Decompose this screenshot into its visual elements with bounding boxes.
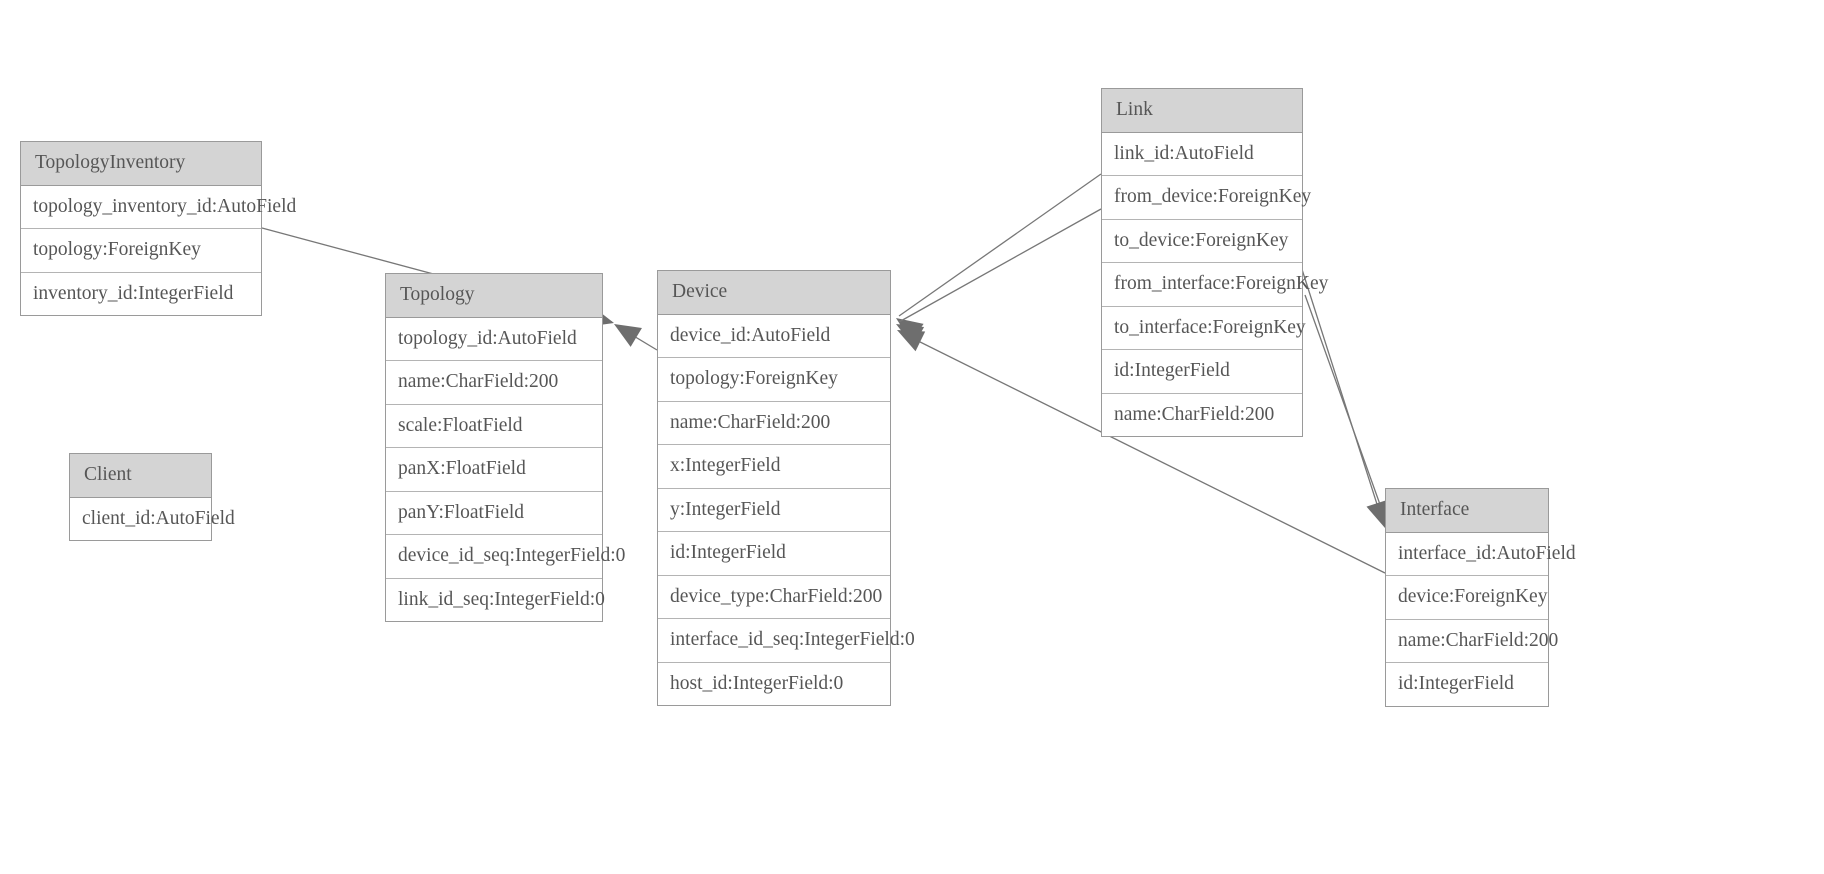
entity-field: id:IntegerField [1102, 349, 1302, 393]
entity-field: host_id:IntegerField:0 [658, 661, 890, 705]
entity-field: name:CharField:200 [658, 400, 890, 444]
entity-field: link_id:AutoField [1102, 132, 1302, 175]
entity-field: topology_id:AutoField [386, 317, 602, 360]
entity-field: from_interface:ForeignKey [1102, 262, 1328, 306]
entity-field: scale:FloatField [386, 403, 602, 447]
relationship-edge [616, 325, 658, 351]
entity-field: name:CharField:200 [386, 360, 602, 404]
entity-field: to_interface:ForeignKey [1102, 305, 1306, 349]
entity-field: id:IntegerField [658, 531, 890, 575]
entity-field: panX:FloatField [386, 447, 602, 491]
entity-field: interface_id_seq:IntegerField:0 [658, 618, 915, 662]
entity-field: client_id:AutoField [70, 497, 235, 540]
entity-field: device:ForeignKey [1386, 575, 1548, 619]
entity-field: y:IntegerField [658, 487, 890, 531]
entity-field: topology:ForeignKey [21, 228, 261, 272]
entity-field: id:IntegerField [1386, 662, 1548, 706]
entity-header-topology_inventory: TopologyInventory [21, 142, 261, 186]
entity-field: x:IntegerField [658, 444, 890, 488]
entity-field: name:CharField:200 [1102, 392, 1302, 436]
entity-header-topology: Topology [386, 274, 602, 318]
entity-field: device_id_seq:IntegerField:0 [386, 534, 625, 578]
entity-field: topology:ForeignKey [658, 357, 890, 401]
relationship-edge [1298, 259, 1384, 524]
entity-header-device: Device [658, 271, 890, 315]
entity-field: interface_id:AutoField [1386, 532, 1576, 575]
entity-field: topology_inventory_id:AutoField [21, 185, 296, 228]
relationship-edge [898, 208, 1102, 323]
entity-header-interface: Interface [1386, 489, 1548, 533]
entity-field: to_device:ForeignKey [1102, 218, 1302, 262]
relationship-arrowhead [614, 324, 642, 347]
relationship-arrowhead [896, 318, 924, 342]
relationship-edge [898, 173, 1102, 317]
relationship-arrowhead [896, 324, 925, 347]
entity-field: name:CharField:200 [1386, 618, 1558, 662]
relationship-edge [1304, 294, 1388, 525]
entity-field: device_type:CharField:200 [658, 574, 890, 618]
entity-field: panY:FloatField [386, 490, 602, 534]
entity-header-client: Client [70, 454, 211, 498]
entity-header-link: Link [1102, 89, 1302, 133]
entity-field: device_id:AutoField [658, 314, 890, 357]
entity-field: inventory_id:IntegerField [21, 271, 261, 315]
entity-field: from_device:ForeignKey [1102, 175, 1311, 219]
relationship-arrowhead [897, 330, 926, 352]
entity-field: link_id_seq:IntegerField:0 [386, 577, 605, 621]
